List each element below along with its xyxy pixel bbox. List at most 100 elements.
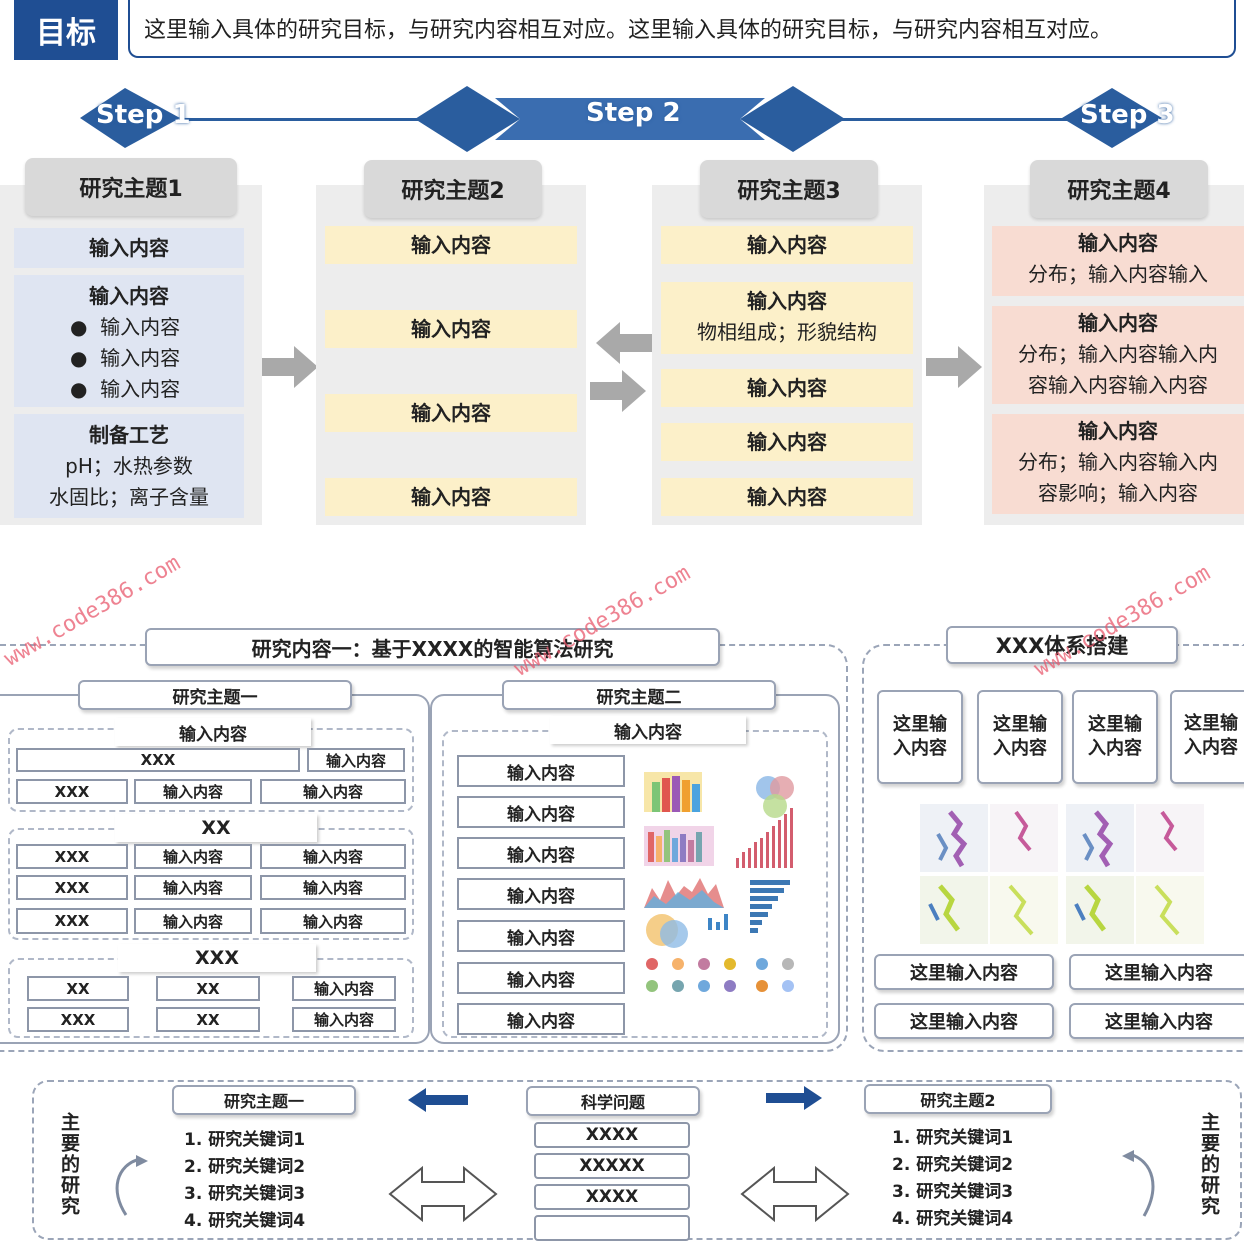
keyword-item: 4. 研究关键词4 [184, 1211, 306, 1231]
step2-label: Step 2 [586, 98, 681, 128]
keyword-item: 2. 研究关键词2 [892, 1155, 1014, 1175]
data-box: 输入内容 [457, 755, 625, 787]
cycle-arrow-icon [115, 1155, 148, 1216]
system-button: 这里输入内容 [874, 1003, 1054, 1039]
topic4-cell: 输入内容 分布；输入内容输入内 容影响；输入内容 [992, 414, 1244, 514]
data-box: XXX [27, 1007, 129, 1032]
keyword-item: 1. 研究关键词1 [184, 1130, 306, 1150]
molecule-structure-image [920, 804, 1058, 944]
topic3-cell: 输入内容 [661, 478, 913, 516]
topic2-cell: 输入内容 [325, 478, 577, 516]
data-box: XXX [16, 748, 300, 772]
topic2-cell: 输入内容 [325, 310, 577, 348]
topic3-cell: 输入内容 [661, 369, 913, 407]
topic-b-title: 研究主题二 [502, 680, 776, 710]
system-button: 这里输入内容 [1069, 1003, 1244, 1039]
goal-tag: 目标 [14, 0, 118, 60]
data-box: 输入内容 [457, 920, 625, 952]
topic1-cell-bullets: 输入内容 ● 输入内容 ● 输入内容 ● 输入内容 [14, 275, 244, 407]
topic-title-3: 研究主题3 [700, 160, 878, 218]
topic2-cell: 输入内容 [325, 226, 577, 264]
topic4-cell: 输入内容 分布；输入内容输入内 容输入内容输入内容 [992, 306, 1244, 404]
system-button: 这里输入内容 [1069, 954, 1244, 990]
data-box: XX [156, 1007, 260, 1032]
system-button: 这里输入内容 [874, 954, 1054, 990]
data-box: 输入内容 [457, 962, 625, 994]
science-question-title: 科学问题 [526, 1086, 700, 1116]
data-box: 输入内容 [292, 1007, 396, 1032]
topic-a-title: 研究主题一 [78, 680, 352, 710]
data-box: 输入内容 [134, 844, 252, 869]
data-box: 输入内容 [457, 1003, 625, 1035]
topic1-cell: 输入内容 [14, 228, 244, 268]
molecule-structure-image [1066, 804, 1204, 944]
data-box: 输入内容 [292, 976, 396, 1001]
science-question-item: XXXX [534, 1184, 690, 1210]
group-title: 输入内容 [550, 716, 746, 744]
data-box: 输入内容 [457, 796, 625, 828]
keyword-item: 4. 研究关键词4 [892, 1209, 1014, 1229]
data-box: XXX [16, 779, 128, 804]
bottom-left-topic: 研究主题一 [172, 1085, 356, 1115]
science-question-item: XXXXX [534, 1153, 690, 1179]
chart-collage-image [644, 772, 794, 992]
right-vertical-label: 主要的研究 [1198, 1112, 1220, 1217]
data-box: XX [156, 976, 260, 1001]
keyword-item: 2. 研究关键词2 [184, 1157, 306, 1177]
arrow-right-icon [590, 370, 646, 412]
data-box: XXX [16, 844, 128, 869]
data-box: 输入内容 [134, 779, 252, 804]
data-box: 输入内容 [457, 837, 625, 869]
arrow-left-icon [596, 322, 652, 364]
step1-diamond [80, 88, 180, 148]
topic3-cell: 输入内容 [661, 226, 913, 264]
system-card: 这里输入内容 [1170, 690, 1244, 784]
data-box: 输入内容 [260, 908, 406, 934]
system-card: 这里输入内容 [1072, 690, 1158, 784]
topic1-cell-process: 制备工艺 pH；水热参数 水固比；离子含量 [14, 414, 244, 518]
step-connector [180, 118, 420, 121]
goal-text: 这里输入具体的研究目标，与研究内容相互对应。这里输入具体的研究目标，与研究内容相… [128, 0, 1236, 58]
data-box: XXX [16, 875, 128, 900]
bottom-right-topic: 研究主题2 [864, 1084, 1052, 1114]
group-title: XX [115, 814, 317, 842]
step1-label: Step 1 [96, 100, 191, 130]
topic3-cell: 输入内容 [661, 423, 913, 461]
keyword-item: 3. 研究关键词3 [892, 1182, 1014, 1202]
double-arrow-icon [388, 1165, 498, 1223]
data-box: 输入内容 [134, 875, 252, 900]
cycle-arrow-icon [1122, 1150, 1155, 1217]
data-box: 输入内容 [260, 844, 406, 869]
step3-label: Step 3 [1080, 100, 1175, 130]
step-connector [840, 118, 1080, 121]
science-question-item [534, 1215, 690, 1241]
data-box: 输入内容 [457, 878, 625, 910]
topic2-cell: 输入内容 [325, 394, 577, 432]
arrow-left-icon [408, 1088, 468, 1112]
step3-diamond [1062, 88, 1162, 148]
system-card: 这里输入内容 [877, 690, 963, 784]
data-box: XX [27, 976, 129, 1001]
system-title: XXX体系搭建 [946, 626, 1178, 664]
group-title: XXX [118, 944, 316, 972]
keyword-item: 3. 研究关键词3 [184, 1184, 306, 1204]
arrow-right-icon [262, 346, 318, 388]
arrow-right-icon [926, 346, 982, 388]
group-title: 输入内容 [115, 718, 311, 746]
step2-banner [415, 86, 845, 152]
data-box: 输入内容 [260, 779, 406, 804]
topic-title-2: 研究主题2 [364, 160, 542, 218]
left-vertical-label: 主要的研究 [58, 1112, 80, 1217]
data-box: XXX [16, 908, 128, 934]
topic-title-1: 研究主题1 [25, 158, 237, 216]
keyword-item: 1. 研究关键词1 [892, 1128, 1014, 1148]
topic-title-4: 研究主题4 [1030, 160, 1208, 218]
research-content-title: 研究内容一：基于XXXX的智能算法研究 [145, 628, 720, 666]
double-arrow-icon [740, 1165, 850, 1223]
data-box: 输入内容 [307, 748, 405, 772]
data-box: 输入内容 [260, 875, 406, 900]
arrow-right-icon [766, 1086, 822, 1110]
data-box: 输入内容 [134, 908, 252, 934]
science-question-item: XXXX [534, 1122, 690, 1148]
topic3-cell-detail: 输入内容 物相组成；形貌结构 [661, 282, 913, 354]
